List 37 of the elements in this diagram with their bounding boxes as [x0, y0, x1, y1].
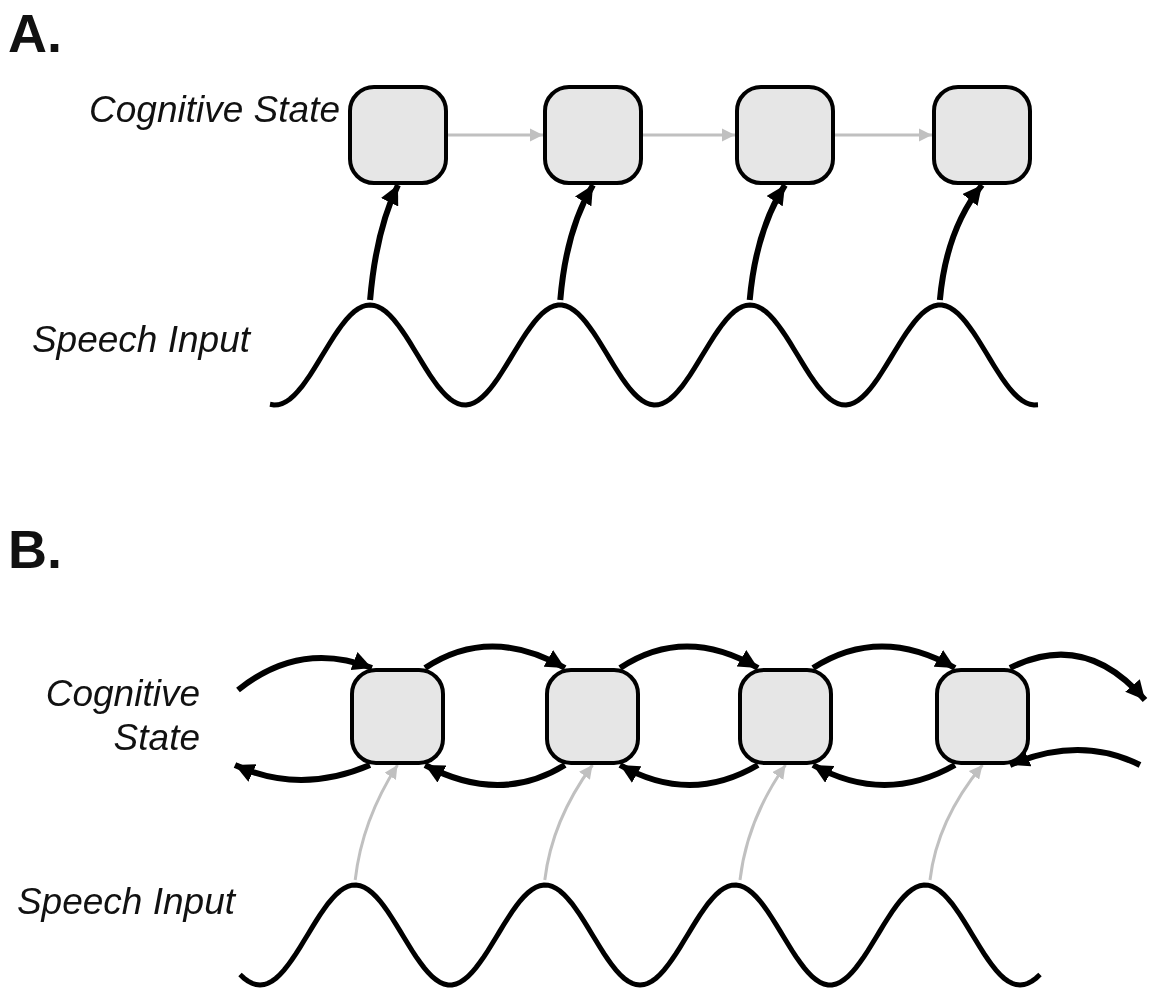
- arrow: [448, 128, 543, 142]
- panel-label: A.: [8, 2, 62, 64]
- state-box: [545, 668, 640, 765]
- state-box: [935, 668, 1030, 765]
- arrow: [738, 764, 787, 881]
- arrow: [236, 652, 373, 693]
- speech-waveform: [270, 300, 1040, 410]
- row-label: Cognitive State: [88, 88, 340, 132]
- arrow: [423, 643, 567, 671]
- state-box: [350, 668, 445, 765]
- row-label: Speech Input: [15, 880, 235, 924]
- state-box: [348, 85, 448, 185]
- panel-label: B.: [8, 518, 62, 580]
- arrow: [811, 643, 957, 671]
- arrow: [1008, 747, 1142, 768]
- arrow: [353, 764, 399, 881]
- arrow: [746, 183, 788, 301]
- state-box: [735, 85, 835, 185]
- arrow: [543, 764, 594, 881]
- arrow: [936, 183, 985, 301]
- state-box: [738, 668, 833, 765]
- row-label: Speech Input: [30, 318, 250, 362]
- arrow: [557, 183, 596, 301]
- arrow: [618, 643, 760, 671]
- state-box: [932, 85, 1032, 185]
- speech-waveform: [240, 880, 1040, 990]
- arrow: [423, 762, 567, 788]
- row-label: Cognitive State: [44, 672, 200, 760]
- arrow: [618, 762, 760, 788]
- arrow: [928, 764, 984, 881]
- arrow: [233, 762, 372, 783]
- arrow: [643, 128, 735, 142]
- arrow: [367, 183, 401, 301]
- arrow: [1008, 651, 1148, 703]
- arrow: [835, 128, 932, 142]
- state-box: [543, 85, 643, 185]
- arrow: [811, 762, 957, 788]
